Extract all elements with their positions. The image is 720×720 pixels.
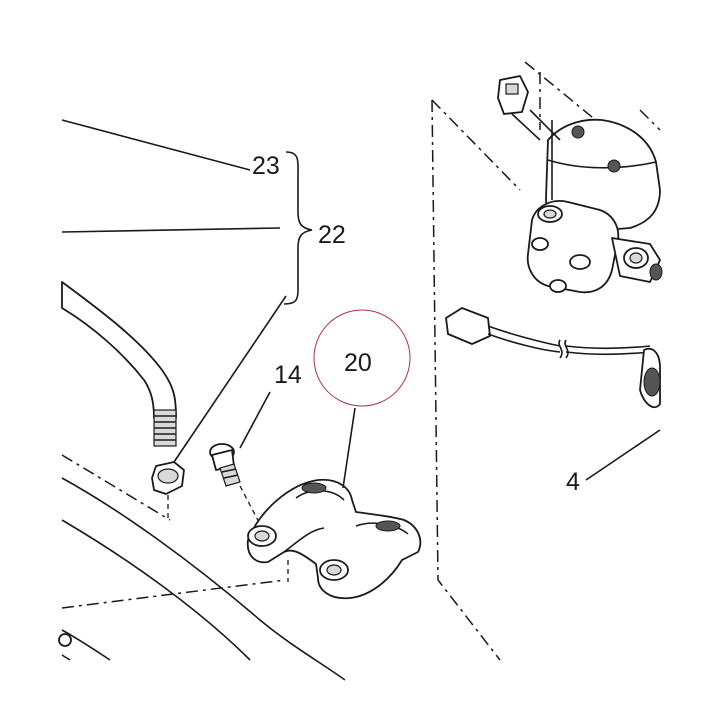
- callout-14: 14: [274, 361, 302, 389]
- callout-4: 4: [566, 468, 580, 496]
- brake-pipe: [61, 281, 177, 447]
- leader-23: [61, 119, 251, 171]
- bolt: [209, 391, 271, 529]
- leader-20: [342, 407, 356, 489]
- leader-22-lower: [173, 295, 287, 463]
- flange-nut: [151, 461, 185, 520]
- switch-connector: [497, 75, 541, 141]
- callout-20: 20: [344, 349, 372, 377]
- handlebar-clamp: [246, 478, 422, 600]
- grouping-brace: [283, 151, 313, 305]
- leader-4: [585, 429, 661, 481]
- callout-22: 22: [318, 221, 346, 249]
- master-cylinder: [526, 109, 663, 294]
- frame-outline: [58, 454, 346, 681]
- brake-light-cable: [445, 307, 661, 409]
- leader-22-upper: [61, 227, 281, 233]
- callout-23: 23: [252, 152, 280, 180]
- highlight-circle: [313, 309, 411, 407]
